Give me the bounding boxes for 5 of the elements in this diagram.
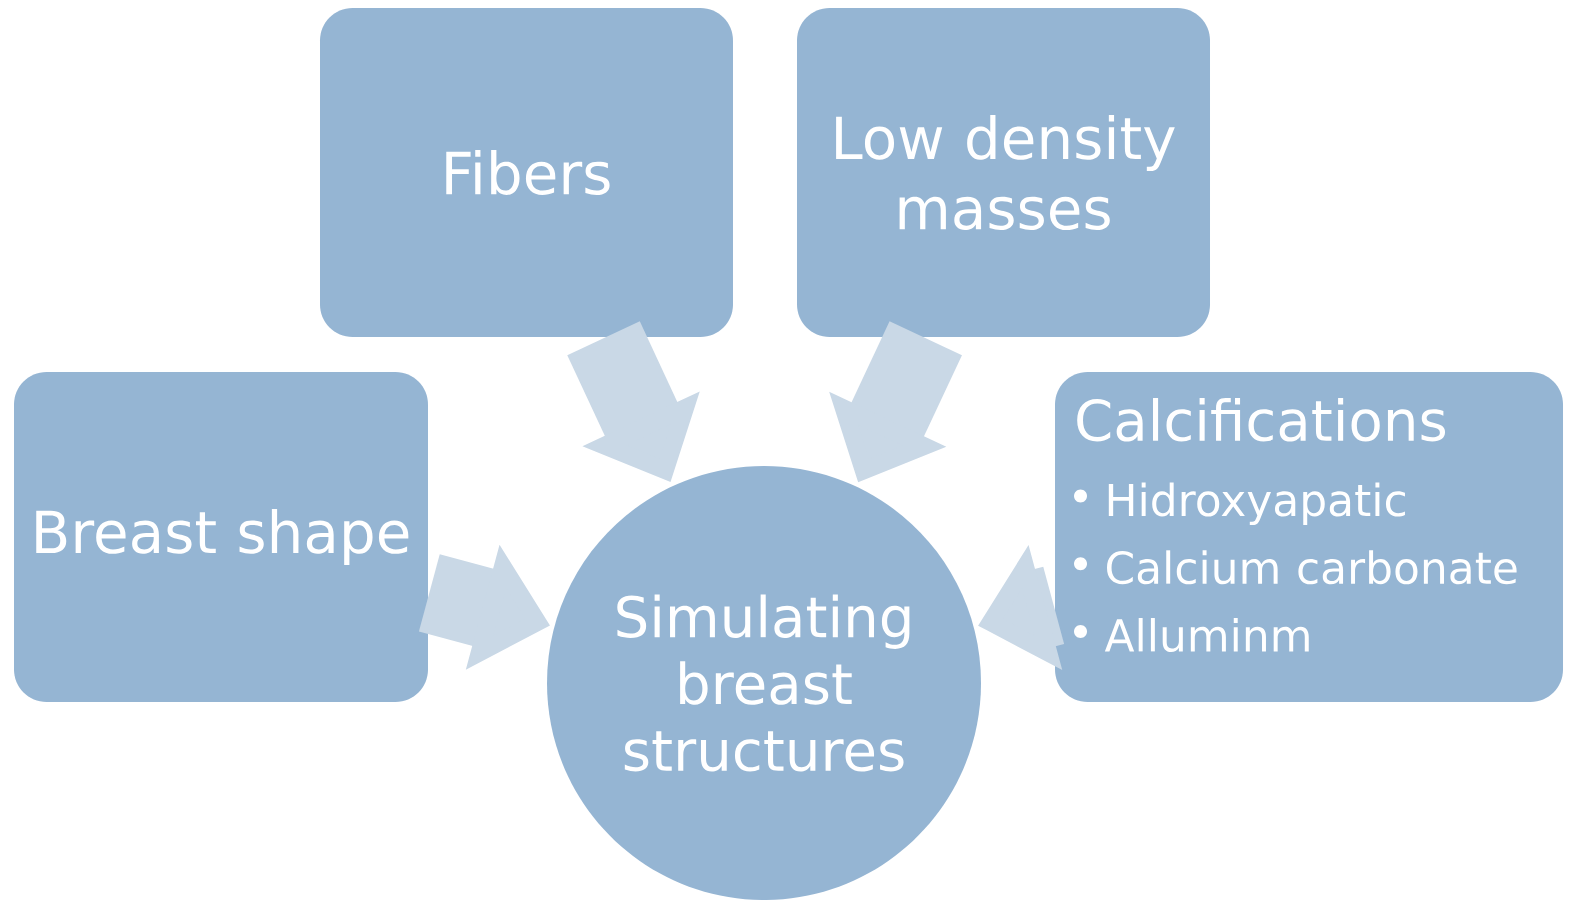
process-box: Breast shape: [14, 372, 428, 702]
process-box: Low density masses: [797, 8, 1210, 337]
process-box: Calcifications Hidroxyapatic Calcium carbonate Alluminm: [1055, 372, 1563, 702]
circle-node: Simulating breast structures: [547, 466, 981, 900]
process-box: Fibers: [320, 8, 733, 337]
